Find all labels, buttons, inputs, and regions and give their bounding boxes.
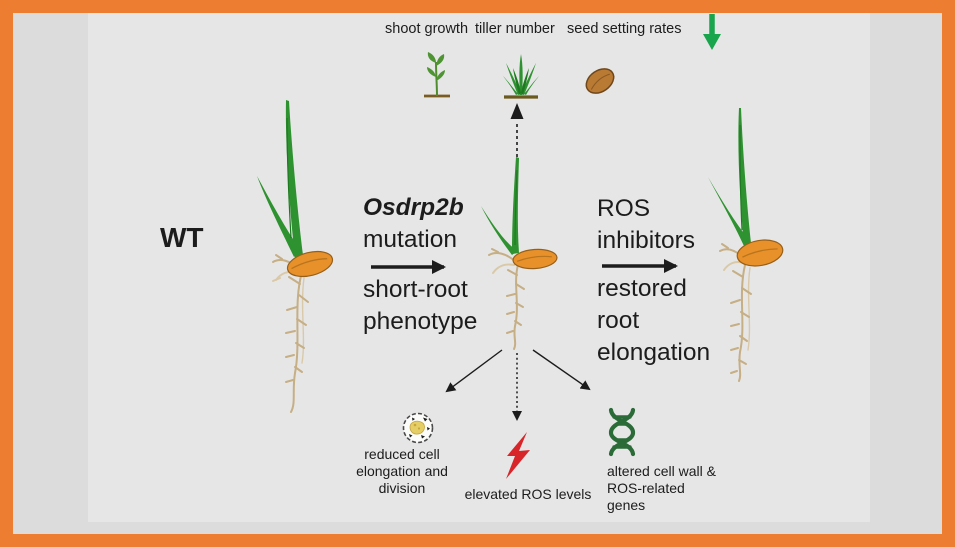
root-label: root: [597, 307, 640, 334]
seedling-icon: [424, 52, 450, 98]
restored-plant: [708, 108, 784, 382]
ros-caption: elevated ROS levels: [464, 486, 592, 502]
elongation-label: elongation: [597, 339, 711, 366]
diagram-panel: [88, 13, 870, 522]
dna-caption-line3: genes: [607, 497, 646, 513]
dna-helix-icon: [608, 407, 636, 457]
dashed-up-arrow: [510, 103, 524, 157]
mutation-word: mutation: [363, 225, 457, 253]
dna-caption: altered cell wall & ROS-related genes: [607, 463, 747, 514]
short-root-label: short-root: [363, 276, 468, 303]
mutation-text-top: Osdrp2b mutation: [363, 192, 464, 255]
wt-label: WT: [160, 222, 204, 253]
label-shoot-growth: shoot growth: [385, 21, 469, 37]
gene-name: Osdrp2b: [363, 194, 464, 221]
mutation-text-bottom: short-root phenotype: [363, 274, 477, 337]
restored-roots: [719, 243, 752, 382]
cell-division-icon: [402, 412, 434, 444]
restored-shoot: [708, 108, 751, 246]
seed-icon: [585, 68, 615, 94]
ros-label: ROS: [597, 195, 651, 222]
cell-caption-line3: division: [378, 480, 426, 496]
dna-caption-line1: altered cell wall &: [607, 463, 716, 479]
inhibitors-label: inhibitors: [597, 226, 696, 254]
wt-seed: [286, 250, 334, 278]
cell-caption: reduced cell elongation and division: [337, 446, 467, 497]
wt-shoot: [257, 100, 303, 258]
outcome-arrow-left: [445, 349, 503, 393]
mutant-shoot: [481, 157, 519, 255]
cell-caption-line1: reduced cell: [364, 446, 440, 462]
lightning-bolt-icon: [506, 432, 530, 479]
cell-caption-line2: elongation and: [356, 463, 448, 479]
green-down-arrow-icon: [703, 14, 721, 50]
restored-label: restored: [597, 275, 687, 302]
mutant-plant: [481, 157, 558, 350]
wild-type-plant: [257, 100, 334, 413]
phenotype-label: phenotype: [363, 307, 478, 335]
label-tiller-number: tiller number: [475, 21, 555, 37]
dna-caption-line2: ROS-related: [607, 480, 685, 496]
mutant-roots: [488, 248, 525, 350]
grass-tuft-icon: [503, 54, 539, 99]
outcome-arrow-right: [532, 349, 591, 391]
label-seed-setting-rates: seed setting rates: [567, 21, 682, 37]
restored-seed: [736, 239, 784, 267]
wt-roots: [272, 254, 309, 413]
mutant-seed: [512, 248, 558, 270]
ros-text-bottom: restored root elongation: [597, 273, 710, 369]
ros-text-top: ROS inhibitors: [597, 193, 695, 256]
